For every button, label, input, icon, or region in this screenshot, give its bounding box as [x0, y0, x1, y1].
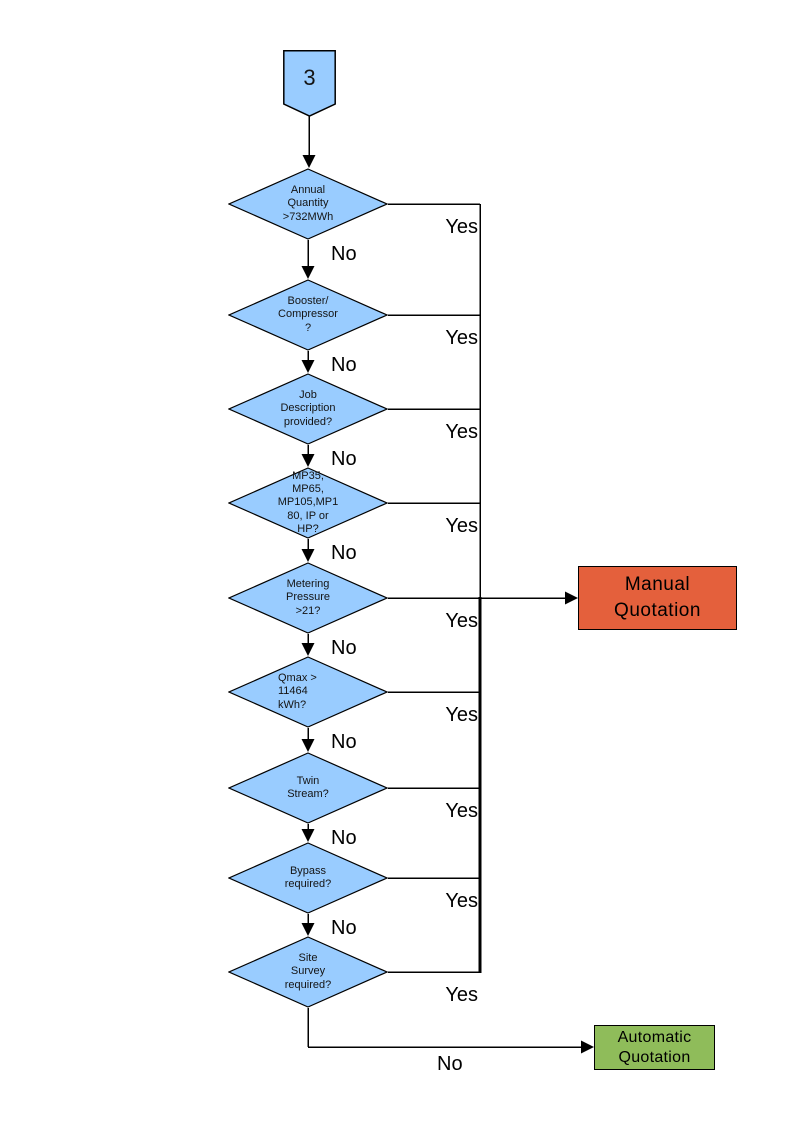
decision-diamond: [228, 562, 388, 634]
no-label-bypass: No: [331, 917, 357, 939]
no-label-site-survey: No: [437, 1053, 463, 1075]
yes-label-booster-compressor: Yes: [445, 327, 478, 349]
decision-label: Qmax > 11464 kWh?: [278, 672, 317, 711]
no-label-meter-type: No: [331, 542, 357, 564]
manual-quotation-box: Manual Quotation: [578, 566, 737, 630]
decision-diamond: [228, 936, 388, 1008]
no-label-booster-compressor: No: [331, 354, 357, 376]
yes-label-twin-stream: Yes: [445, 800, 478, 822]
manual-quotation-label: Manual Quotation: [614, 574, 701, 621]
decision-booster-compressor: Booster/ Compressor ?: [228, 279, 388, 351]
decision-label: Metering Pressure >21?: [285, 578, 331, 617]
decision-label: Booster/ Compressor ?: [278, 295, 338, 334]
decision-meter-type: MP35, MP65, MP105,MP1 80, IP or HP?: [228, 467, 388, 539]
decision-diamond: [228, 656, 388, 728]
arrowhead-no-0: [301, 266, 315, 279]
decision-annual-quantity: Annual Quantity >732MWh: [228, 168, 388, 240]
decision-diamond: [228, 752, 388, 824]
arrowhead-no-2: [301, 454, 315, 467]
decision-job-description: Job Description provided?: [228, 373, 388, 445]
no-label-twin-stream: No: [331, 827, 357, 849]
no-label-metering-pressure: No: [331, 637, 357, 659]
decision-metering-pressure: Metering Pressure >21?: [228, 562, 388, 634]
arrowhead-automatic: [581, 1040, 594, 1054]
decision-diamond: [228, 373, 388, 445]
arrowhead-no-6: [301, 829, 315, 842]
decision-qmax: Qmax > 11464 kWh?: [228, 656, 388, 728]
arrowhead-no-5: [301, 739, 315, 752]
decision-diamond: [228, 168, 388, 240]
arrowhead-no-1: [301, 360, 315, 373]
arrowhead-start: [302, 155, 316, 168]
yes-label-bypass: Yes: [445, 890, 478, 912]
yes-label-annual-quantity: Yes: [445, 216, 478, 238]
arrowhead-no-4: [301, 643, 315, 656]
decision-diamond: [228, 467, 388, 539]
decision-label: Bypass required?: [284, 864, 332, 890]
decision-bypass: Bypass required?: [228, 842, 388, 914]
automatic-quotation-box: Automatic Quotation: [594, 1025, 715, 1070]
decision-diamond: [228, 279, 388, 351]
yes-label-qmax: Yes: [445, 704, 478, 726]
decision-label: Site Survey required?: [284, 952, 332, 991]
offpage-connector: 3: [283, 50, 336, 117]
arrowhead-no-7: [301, 923, 315, 936]
offpage-connector-shape: [283, 50, 336, 117]
arrowhead-no-3: [301, 549, 315, 562]
offpage-connector-label: 3: [303, 65, 316, 90]
decision-label: MP35, MP65, MP105,MP1 80, IP or HP?: [277, 470, 339, 535]
decision-twin-stream: Twin Stream?: [228, 752, 388, 824]
yes-label-metering-pressure: Yes: [445, 610, 478, 632]
decision-diamond: [228, 842, 388, 914]
arrowhead-manual: [565, 591, 578, 605]
yes-label-meter-type: Yes: [445, 515, 478, 537]
yes-label-site-survey: Yes: [445, 984, 478, 1006]
decision-label: Twin Stream?: [287, 774, 329, 800]
no-label-job-description: No: [331, 448, 357, 470]
decision-label: Annual Quantity >732MWh: [282, 184, 334, 223]
decision-label: Job Description provided?: [280, 389, 336, 428]
no-label-qmax: No: [331, 731, 357, 753]
automatic-quotation-label: Automatic Quotation: [617, 1028, 692, 1066]
decision-site-survey: Site Survey required?: [228, 936, 388, 1008]
no-label-annual-quantity: No: [331, 243, 357, 265]
yes-label-job-description: Yes: [445, 421, 478, 443]
